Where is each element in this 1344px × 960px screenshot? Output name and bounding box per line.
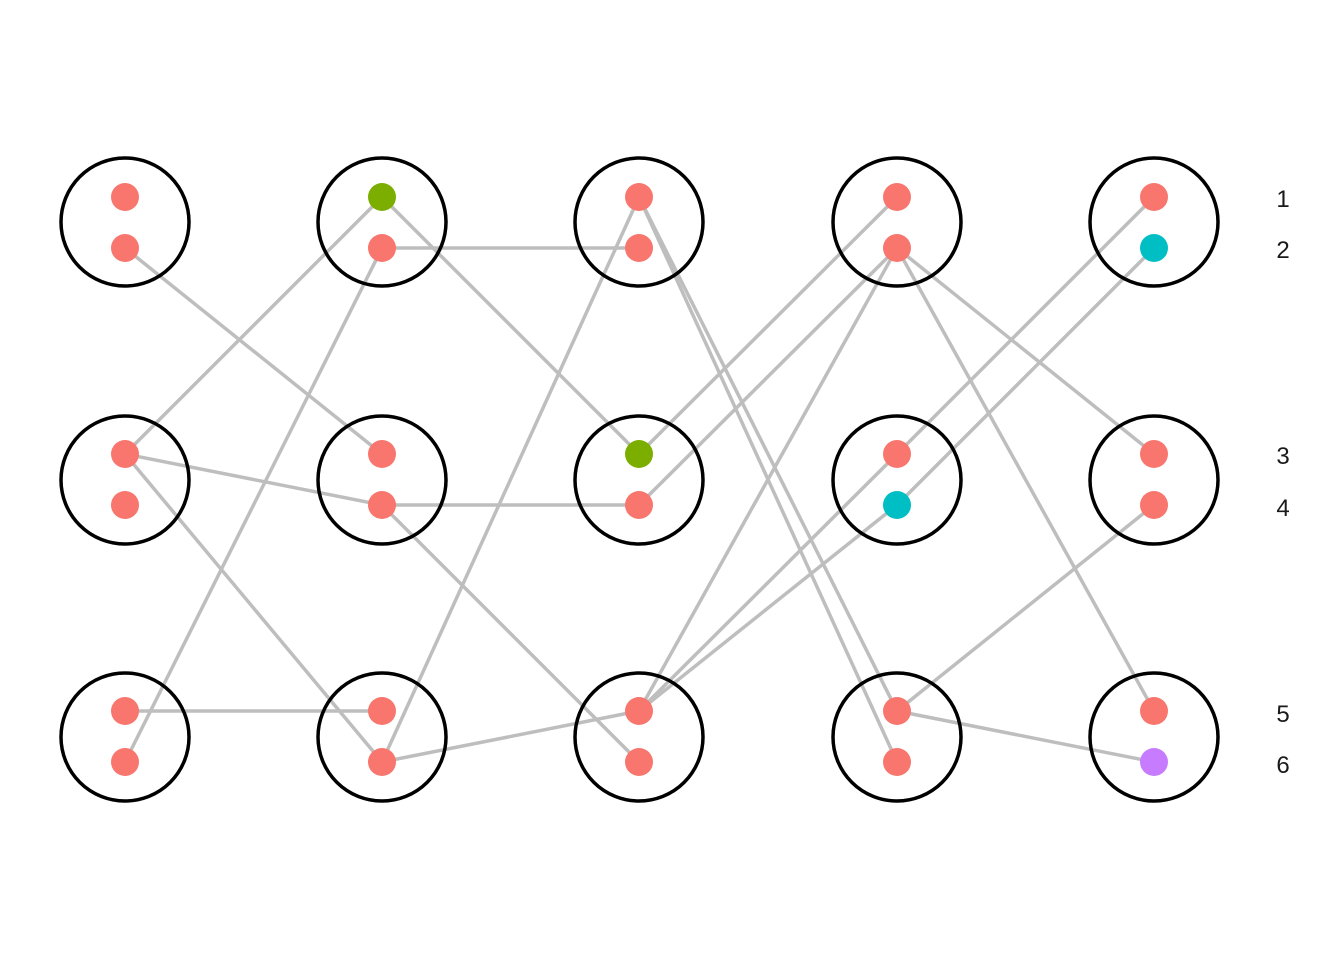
edge-20 (895, 246, 1156, 456)
node-c3-n1 (625, 183, 653, 211)
node-c1-n4 (111, 491, 139, 519)
group-circle-c3-r2 (573, 414, 705, 546)
edge-16 (637, 246, 899, 507)
group-circle-c1-r1 (59, 156, 191, 288)
group-circle-c3-r1 (573, 156, 705, 288)
edge-17 (637, 247, 899, 712)
node-c1-n3 (111, 440, 139, 468)
node-c4-n3 (883, 440, 911, 468)
group-circle-c4-r2 (831, 414, 963, 546)
group-circle-c3-r3 (573, 671, 705, 803)
group-circles-layer (59, 156, 1220, 803)
node-c3-n2 (625, 234, 653, 262)
node-c4-n2 (883, 234, 911, 262)
node-c1-n5 (111, 697, 139, 725)
group-circle-c2-r1 (316, 156, 448, 288)
edge-6 (123, 247, 384, 763)
node-c4-n4 (883, 491, 911, 519)
node-c3-n5 (625, 697, 653, 725)
group-circle-c5-r2 (1088, 414, 1220, 546)
group-circle-c1-r3 (59, 671, 191, 803)
node-c2-n1 (368, 183, 396, 211)
node-c1-n1 (111, 183, 139, 211)
row-label-1: 1 (1276, 186, 1289, 213)
group-circle-c5-r1 (1088, 156, 1220, 288)
nodes-layer (111, 183, 1168, 776)
node-c3-n4 (625, 491, 653, 519)
group-circle-c4-r3 (831, 671, 963, 803)
node-c3-n3 (625, 440, 653, 468)
edge-11 (380, 196, 641, 763)
row-label-6: 6 (1276, 752, 1289, 779)
node-c5-n3 (1140, 440, 1168, 468)
edge-18 (637, 503, 899, 713)
node-c5-n2 (1140, 234, 1168, 262)
edge-23 (895, 246, 1156, 507)
edge-7 (380, 195, 641, 456)
node-c5-n5 (1140, 697, 1168, 725)
row-label-2: 2 (1276, 237, 1289, 264)
group-circle-c2-r2 (316, 414, 448, 546)
group-circle-c5-r3 (1088, 671, 1220, 803)
edge-15 (637, 195, 899, 456)
node-c5-n6 (1140, 748, 1168, 776)
edge-22 (895, 195, 1156, 456)
node-c4-n5 (883, 697, 911, 725)
row-label-5: 5 (1276, 701, 1289, 728)
edge-21 (895, 247, 1156, 712)
node-c4-n6 (883, 748, 911, 776)
node-c2-n4 (368, 491, 396, 519)
row-label-3: 3 (1276, 443, 1289, 470)
node-c2-n5 (368, 697, 396, 725)
row-label-4: 4 (1276, 495, 1289, 522)
edges-layer (123, 195, 1156, 764)
edge-25 (896, 709, 1155, 764)
row-labels: 1 2 3 4 5 6 (1276, 186, 1289, 779)
node-c2-n3 (368, 440, 396, 468)
node-c5-n1 (1140, 183, 1168, 211)
edge-2 (123, 195, 384, 456)
edge-1 (123, 246, 384, 456)
edge-24 (895, 503, 1156, 713)
node-c1-n6 (111, 748, 139, 776)
node-c5-n4 (1140, 491, 1168, 519)
group-circle-c1-r2 (59, 414, 191, 546)
group-circle-c2-r3 (316, 671, 448, 803)
node-c1-n2 (111, 234, 139, 262)
node-c2-n2 (368, 234, 396, 262)
edge-19 (637, 452, 899, 713)
edge-13 (637, 196, 899, 712)
edge-12 (381, 709, 640, 764)
edge-3 (124, 452, 383, 507)
group-circle-c4-r1 (831, 156, 963, 288)
node-c2-n6 (368, 748, 396, 776)
node-c3-n6 (625, 748, 653, 776)
node-c4-n1 (883, 183, 911, 211)
edge-4 (123, 452, 384, 764)
edge-10 (380, 503, 641, 764)
